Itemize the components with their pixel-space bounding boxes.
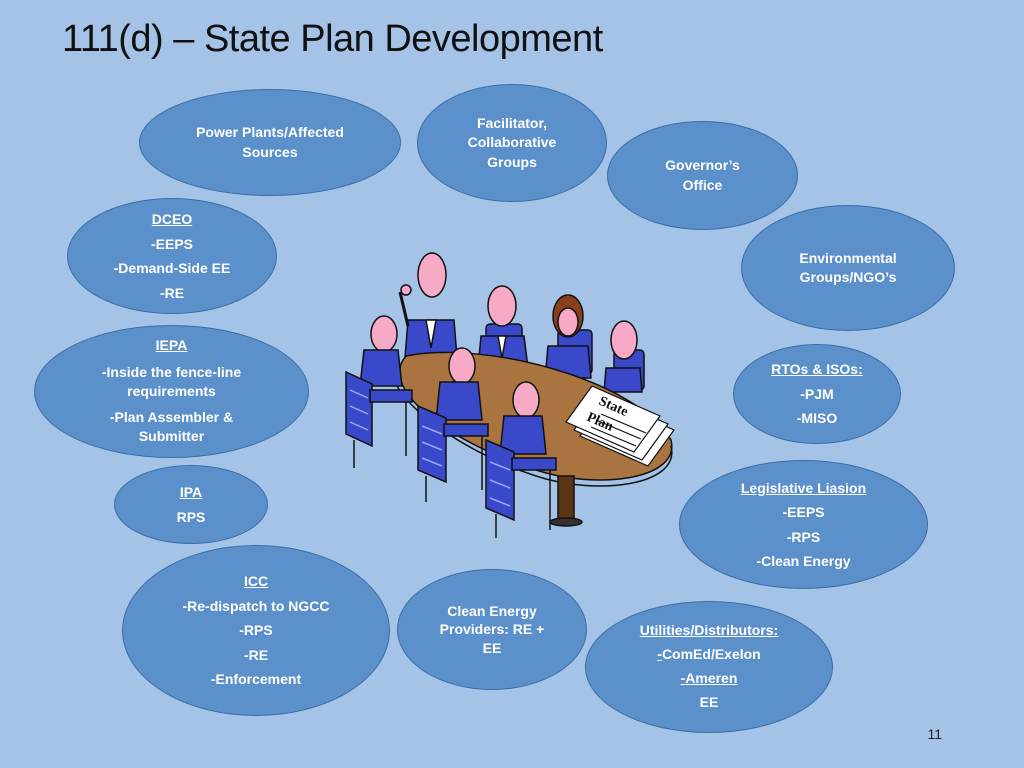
node-utilities-item-1-text: ComEd/Exelon [661, 646, 761, 663]
node-dceo-heading: DCEO [151, 211, 193, 227]
node-environmental: Environmental Groups/NGO’s [741, 205, 955, 331]
page-number: 11 [927, 726, 942, 742]
node-rtos-item-1: -PJM [800, 385, 834, 402]
node-clean-energy-line-2: Providers: RE + [439, 621, 545, 638]
node-clean-energy-line-1: Clean Energy [447, 603, 537, 620]
node-iepa-item-2b: Submitter [138, 428, 205, 445]
node-governor-line-1: Governor’s [665, 157, 740, 174]
node-clean-energy-line-3: EE [482, 639, 502, 656]
node-utilities-item-1-dash: - [657, 646, 662, 663]
node-facilitator-line-3: Groups [487, 153, 537, 170]
node-ipa-item-1: RPS [176, 508, 206, 525]
node-power-plants: Power Plants/Affected Sources [139, 89, 401, 196]
front-people [359, 315, 547, 455]
meeting-illustration: State Plan [345, 252, 675, 538]
back-people [398, 252, 643, 393]
node-environmental-line-2: Groups/NGO’s [799, 269, 897, 285]
node-governor-line-2: Office [682, 176, 723, 193]
node-governor: Governor’s Office [607, 121, 798, 230]
node-rtos-item-2: -MISO [796, 410, 838, 427]
node-icc-item-1: -Re-dispatch to NGCC [182, 597, 330, 614]
node-rtos-heading: RTOs & ISOs: [771, 361, 863, 378]
node-icc-item-4: -Enforcement [210, 671, 302, 688]
node-legislative-item-1: -EEPS [782, 504, 825, 520]
node-icc: ICC -Re-dispatch to NGCC -RPS -RE -Enfor… [122, 545, 390, 716]
state-plan-documents: State Plan [565, 385, 675, 467]
node-utilities-item-3: EE [699, 693, 719, 710]
node-iepa-heading: IEPA [155, 337, 188, 354]
node-clean-energy: Clean Energy Providers: RE + EE [397, 569, 587, 690]
node-ipa-heading: IPA [179, 484, 203, 500]
node-icc-item-2: -RPS [239, 622, 273, 639]
node-iepa-item-1a: -Inside the fence-line [101, 363, 242, 380]
node-legislative: Legislative Liasion -EEPS -RPS -Clean En… [679, 460, 928, 589]
node-iepa-item-1b: requirements [127, 382, 216, 399]
node-utilities-item-1: -ComEd/Exelon [657, 643, 760, 667]
front-chairs [345, 370, 557, 538]
node-iepa: IEPA -Inside the fence-line requirements… [34, 325, 309, 458]
node-utilities: Utilities/Distributors: -ComEd/Exelon -A… [585, 601, 833, 733]
node-utilities-item-2: -Ameren [680, 670, 738, 686]
node-legislative-item-2: -RPS [786, 528, 821, 545]
node-ipa: IPA RPS [114, 465, 268, 544]
node-facilitator-line-2: Collaborative [467, 134, 557, 151]
node-environmental-line-1: Environmental [799, 249, 897, 266]
node-dceo-item-1: -EEPS [150, 235, 193, 252]
node-utilities-heading: Utilities/Distributors: [639, 622, 779, 639]
node-rtos: RTOs & ISOs: -PJM -MISO [733, 344, 901, 444]
node-dceo: DCEO -EEPS -Demand-Side EE -RE [67, 198, 277, 314]
node-iepa-item-2a: -Plan Assembler & [109, 409, 234, 426]
page-title: 111(d) – State Plan Development [62, 18, 603, 60]
node-dceo-item-2: -Demand-Side EE [113, 260, 231, 276]
node-legislative-item-3: -Clean Energy [756, 553, 851, 569]
node-facilitator: Facilitator, Collaborative Groups [417, 84, 607, 202]
node-dceo-item-3: -RE [159, 284, 185, 301]
node-icc-item-3: -RE [243, 646, 269, 663]
node-power-plants-line-1: Power Plants/Affected [196, 124, 344, 141]
node-legislative-heading: Legislative Liasion [740, 479, 867, 496]
node-facilitator-line-1: Facilitator, [476, 115, 548, 132]
node-icc-heading: ICC [243, 573, 269, 590]
node-power-plants-line-2: Sources [242, 143, 298, 160]
